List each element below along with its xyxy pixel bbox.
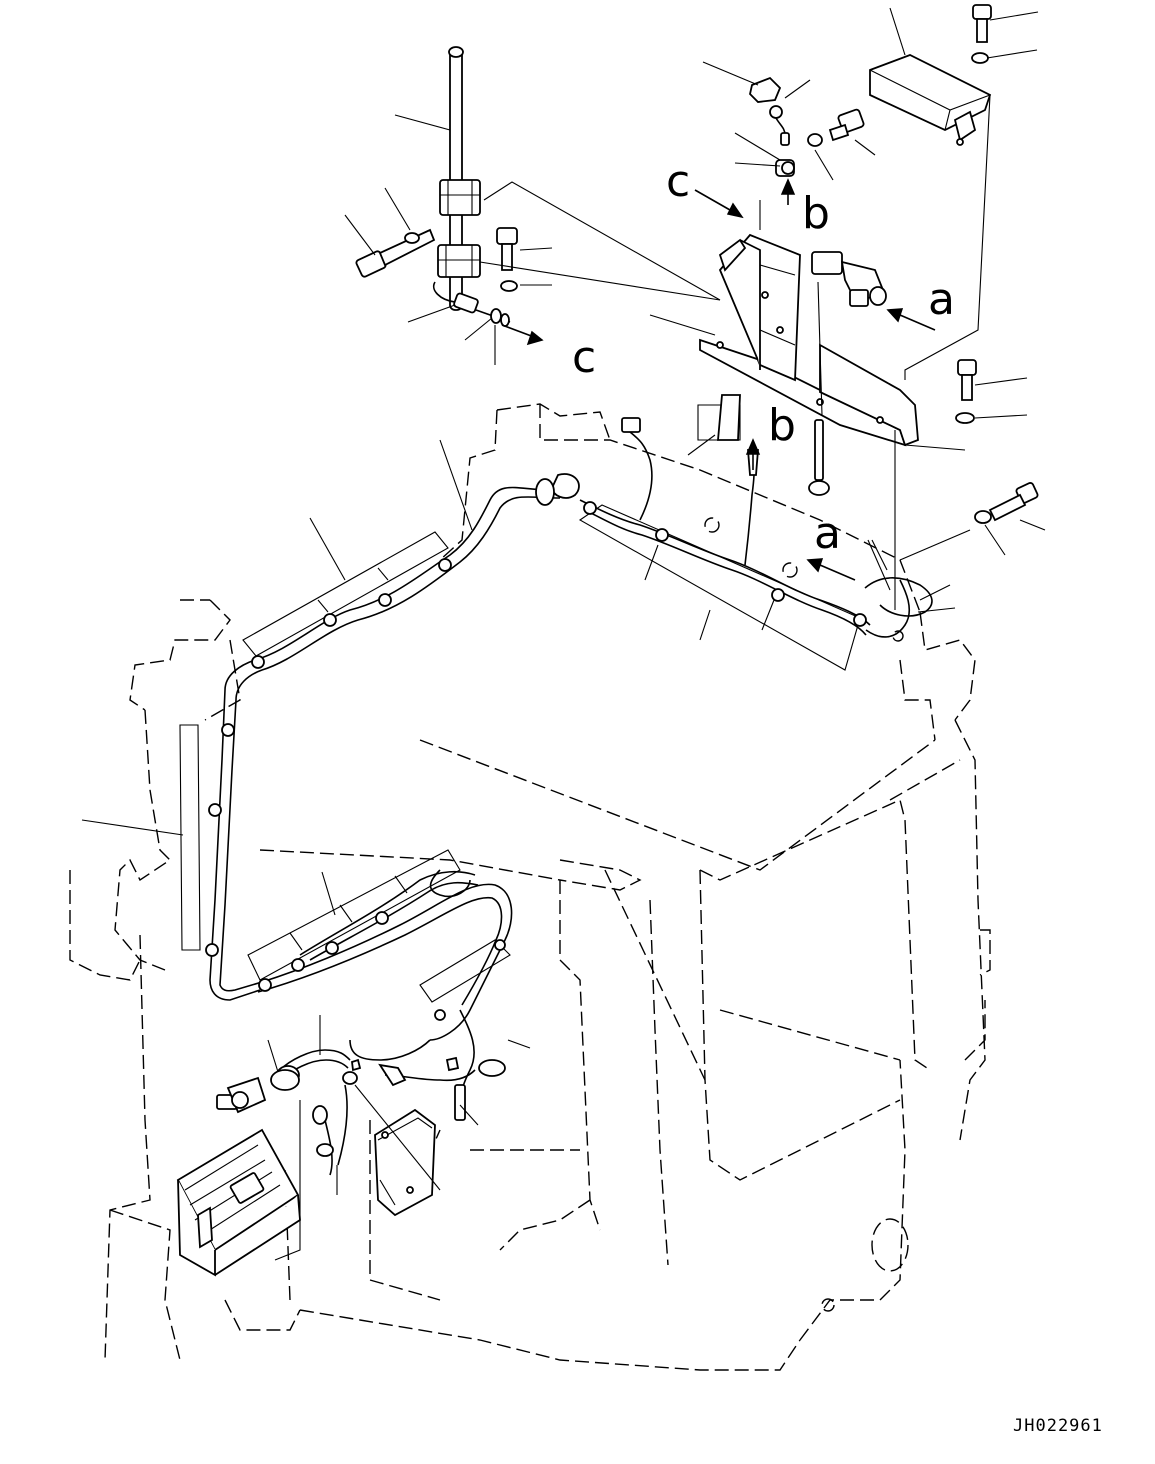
reference-letter-c-upper: c <box>666 156 690 207</box>
reference-letter-a-lower: a <box>814 508 841 559</box>
wiring-harness <box>209 431 933 1176</box>
reference-lines <box>274 94 991 1261</box>
reference-arrows <box>501 178 936 581</box>
harness-clips <box>205 473 904 1125</box>
reference-letter-a-upper: a <box>928 274 955 325</box>
small-parts <box>621 4 1039 524</box>
lower-components <box>176 1056 466 1277</box>
antenna-assembly <box>355 46 518 327</box>
reference-letter-c-lower: c <box>572 332 596 383</box>
reference-letter-b-lower: b <box>768 400 796 451</box>
bracket-assembly <box>699 233 919 496</box>
drawing-code: JH022961 <box>1013 1416 1103 1436</box>
leader-lines <box>81 7 1046 1206</box>
reference-letter-b-upper: b <box>802 188 830 239</box>
cab-outline <box>69 403 991 1371</box>
controller-box <box>869 54 992 146</box>
